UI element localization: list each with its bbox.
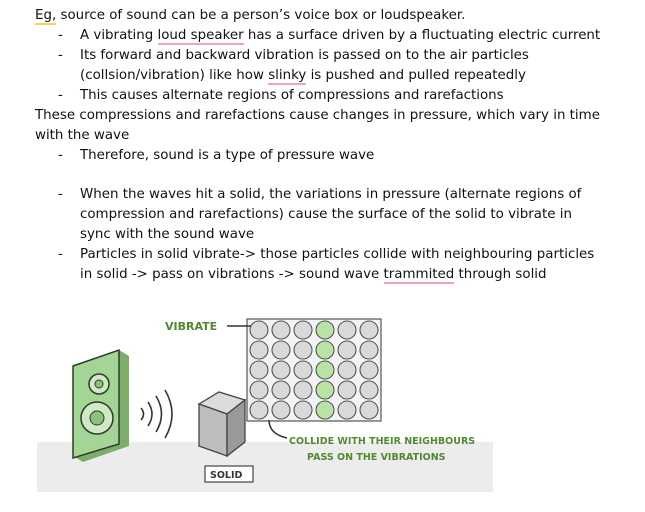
- bullet-vibration-l1: Its forward and backward vibration is pa…: [80, 48, 529, 63]
- solid-label-box: [204, 465, 254, 483]
- vibrating-particle: [315, 340, 335, 360]
- particle: [337, 380, 357, 400]
- bullet-particles-l1: Particles in solid vibrate-> those parti…: [80, 247, 595, 262]
- bullet-solid-l1: When the waves hit a solid, the variatio…: [80, 187, 582, 202]
- bullet-dash: -: [58, 148, 63, 163]
- particle: [293, 360, 313, 380]
- particle: [271, 340, 291, 360]
- bullet-text: in solid -> pass on vibrations -> sound …: [80, 267, 384, 282]
- intro-line: Eg, source of sound can be a person’s vo…: [35, 6, 465, 26]
- particle: [249, 380, 269, 400]
- particle: [271, 380, 291, 400]
- bullet-text: is pushed and pulled repeatedly: [306, 68, 526, 83]
- bullet-dash: -: [58, 88, 63, 103]
- bullet-text: (collsion/vibration) like how: [80, 68, 269, 83]
- eg-label: Eg,: [35, 8, 57, 25]
- intro-text: source of sound can be a person’s voice …: [56, 8, 466, 23]
- speaker-icon: [72, 348, 129, 462]
- particle: [249, 340, 269, 360]
- particle: [249, 320, 269, 340]
- sound-waves-icon: [140, 389, 173, 439]
- illustration-svg: VIBRATE COLLIDE WITH THEIR NEIGHBOURS PA…: [37, 318, 493, 492]
- vibrating-particle: [315, 380, 335, 400]
- bullet-solid-l3: sync with the sound wave: [80, 227, 255, 242]
- vibrating-particle: [315, 320, 335, 340]
- sound-solid-illustration: VIBRATE COLLIDE WITH THEIR NEIGHBOURS PA…: [37, 296, 493, 492]
- pressure-paragraph-l2: with the wave: [35, 128, 130, 143]
- bullet-vibration-l2: (collsion/vibration) like how slinky is …: [80, 66, 526, 86]
- bullet-loudspeaker: A vibrating loud speaker has a surface d…: [80, 26, 600, 46]
- pressure-paragraph-l1: These compressions and rarefactions caus…: [35, 108, 600, 123]
- particle: [293, 400, 313, 420]
- particle: [293, 320, 313, 340]
- collide-pointer: [268, 419, 288, 439]
- particle: [359, 380, 379, 400]
- bullet-dash: -: [58, 187, 63, 202]
- slinky-term: slinky: [268, 68, 307, 85]
- solid-label: SOLID: [210, 470, 243, 481]
- pass-on-label: PASS ON THE VIBRATIONS: [307, 452, 446, 463]
- bullet-dash: -: [58, 247, 63, 262]
- particle: [249, 400, 269, 420]
- particle: [359, 340, 379, 360]
- particle: [271, 360, 291, 380]
- loud-speaker-term: loud speaker: [157, 28, 244, 45]
- vibrating-particle: [315, 400, 335, 420]
- bullet-dash: -: [58, 28, 63, 43]
- bullet-compressions: This causes alternate regions of compres…: [80, 88, 504, 103]
- particle-grid: [246, 318, 382, 422]
- vibrate-label: VIBRATE: [165, 320, 217, 333]
- bullet-text: has a surface driven by a fluctuating el…: [243, 28, 601, 43]
- particle: [359, 400, 379, 420]
- particle-grid-frame: [246, 318, 382, 422]
- bullet-text: A vibrating: [80, 28, 158, 43]
- vibrating-particle: [315, 360, 335, 380]
- particle: [249, 360, 269, 380]
- particle: [337, 400, 357, 420]
- particle: [337, 360, 357, 380]
- particle: [359, 360, 379, 380]
- trammited-term: trammited: [383, 267, 455, 284]
- particle: [271, 320, 291, 340]
- particle: [337, 340, 357, 360]
- particle: [293, 340, 313, 360]
- particle: [293, 380, 313, 400]
- bullet-particles-l2: in solid -> pass on vibrations -> sound …: [80, 265, 547, 285]
- bullet-text: through solid: [454, 267, 547, 282]
- collide-label: COLLIDE WITH THEIR NEIGHBOURS: [289, 436, 475, 447]
- bullet-dash: -: [58, 48, 63, 63]
- particle: [271, 400, 291, 420]
- particle: [337, 320, 357, 340]
- bullet-pressure-wave: Therefore, sound is a type of pressure w…: [80, 148, 375, 163]
- particle: [359, 320, 379, 340]
- solid-cube-icon: [197, 391, 247, 458]
- bullet-solid-l2[interactable]: compression and rarefactions) cause the …: [80, 207, 572, 222]
